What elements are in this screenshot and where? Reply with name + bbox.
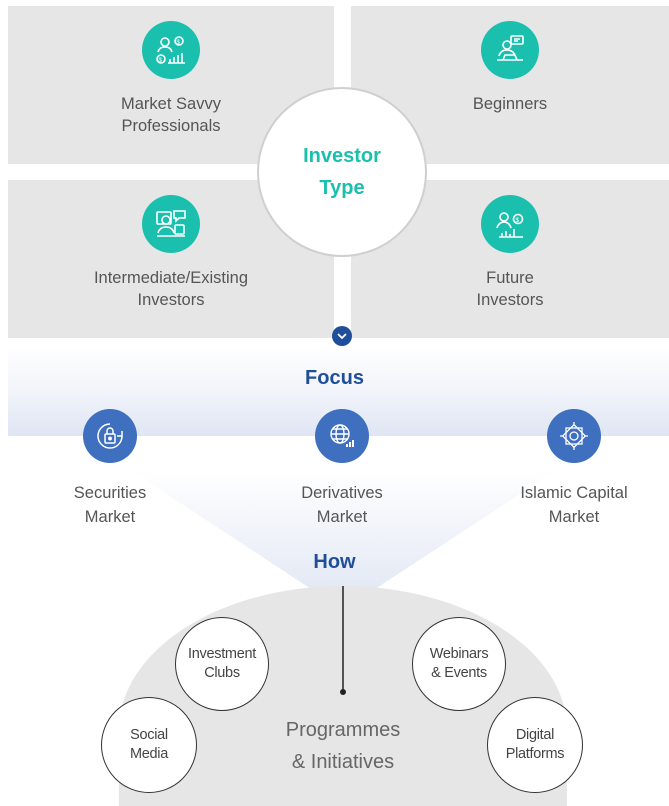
intermediate-investor-icon	[142, 195, 200, 253]
channel-label: Social Media	[130, 727, 168, 762]
derivatives-globe-icon	[315, 409, 369, 463]
svg-text:$: $	[516, 217, 520, 224]
svg-text:$: $	[177, 40, 181, 46]
quadrant-market-savvy: $ $ Market Savvy Professionals	[8, 6, 334, 164]
quadrant-label: Beginners	[472, 95, 548, 113]
focus-label: Islamic Capital Market	[520, 484, 628, 526]
professional-investor-icon: $ $	[142, 21, 200, 79]
webinars-events-circle: Webinars & Events	[412, 617, 506, 711]
focus-label: Derivatives Market	[301, 484, 383, 526]
quadrant-label: Future Investors	[476, 269, 544, 309]
channel-label: Digital Platforms	[505, 727, 565, 762]
focus-label: Securities Market	[73, 484, 147, 526]
svg-text:$: $	[159, 58, 163, 64]
programmes-initiatives-label: Programmes & Initiatives	[285, 719, 401, 773]
investment-clubs-circle: Investment Clubs	[175, 617, 269, 711]
islamic-pattern-icon	[547, 409, 601, 463]
how-connector-dot	[340, 689, 346, 695]
investor-type-circle: Investor Type	[257, 87, 427, 257]
chevron-down-icon	[332, 326, 352, 346]
digital-platforms-circle: Digital Platforms	[487, 697, 583, 793]
focus-funnel	[130, 470, 557, 610]
quadrant-label: Intermediate/Existing Investors	[93, 269, 249, 309]
securities-lock-icon	[83, 409, 137, 463]
how-heading: How	[313, 551, 356, 573]
quadrant-label: Market Savvy Professionals	[121, 95, 221, 135]
investor-type-title: Investor Type	[303, 145, 381, 199]
channel-label: Investment Clubs	[188, 646, 256, 681]
social-media-circle: Social Media	[101, 697, 197, 793]
channel-label: Webinars & Events	[429, 646, 489, 681]
future-investor-icon: $	[481, 195, 539, 253]
beginner-laptop-icon	[481, 21, 539, 79]
focus-heading: Focus	[305, 367, 364, 389]
